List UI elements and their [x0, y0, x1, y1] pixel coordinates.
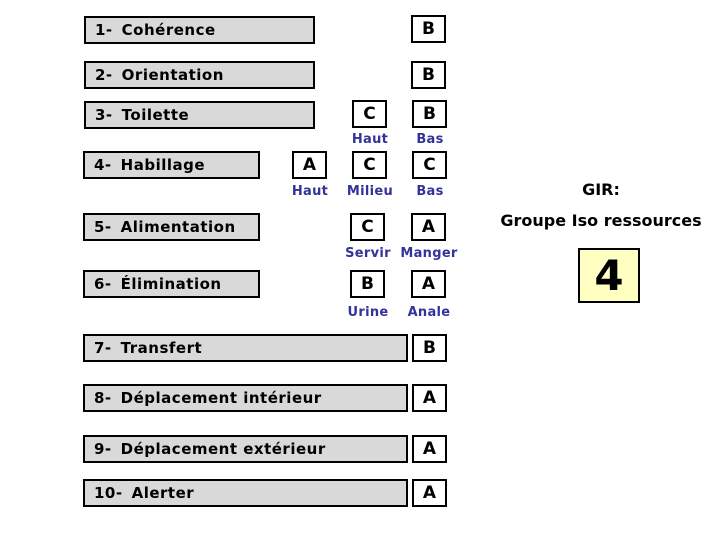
grade-cell-elimination-anale[interactable]: A: [411, 270, 446, 298]
sub-label-toilette-bas: Bas: [416, 132, 444, 147]
grade-cell-deplacement-exterieur[interactable]: A: [412, 435, 447, 463]
row-number: 9-: [94, 440, 112, 458]
row-number: 1-: [95, 21, 113, 39]
grade-cell-habillage-bas[interactable]: C: [412, 151, 447, 179]
sub-label-habillage-bas: Bas: [416, 184, 444, 199]
grade-cell-alerter[interactable]: A: [412, 479, 447, 507]
sub-label-elimination-urine: Urine: [347, 305, 389, 320]
row-label-deplacement-interieur: 8- Déplacement intérieur: [83, 384, 408, 412]
row-number: 2-: [95, 66, 113, 84]
gir-title: GIR:: [582, 180, 620, 199]
row-name: Déplacement intérieur: [120, 389, 322, 407]
row-label-deplacement-exterieur: 9- Déplacement extérieur: [83, 435, 408, 463]
sub-label-habillage-haut: Haut: [291, 184, 329, 199]
row-label-transfert: 7- Transfert: [83, 334, 408, 362]
row-label-habillage: 4- Habillage: [83, 151, 260, 179]
row-name: Orientation: [121, 66, 224, 84]
sub-label-habillage-milieu: Milieu: [346, 184, 394, 199]
row-number: 10-: [94, 484, 123, 502]
gir-caption: Groupe Iso ressources: [500, 211, 702, 230]
row-name: Élimination: [120, 275, 222, 293]
grade-cell-toilette-haut[interactable]: C: [352, 100, 387, 128]
grade-cell-transfert[interactable]: B: [412, 334, 447, 362]
row-number: 8-: [94, 389, 112, 407]
row-number: 3-: [95, 106, 113, 124]
grade-cell-elimination-urine[interactable]: B: [350, 270, 385, 298]
row-name: Alimentation: [120, 218, 236, 236]
grade-cell-alimentation-servir[interactable]: C: [350, 213, 385, 241]
grade-cell-coherence[interactable]: B: [411, 15, 446, 43]
grade-cell-deplacement-interieur[interactable]: A: [412, 384, 447, 412]
grade-cell-habillage-milieu[interactable]: C: [352, 151, 387, 179]
row-label-toilette: 3- Toilette: [84, 101, 315, 129]
row-number: 4-: [94, 156, 112, 174]
grade-cell-habillage-haut[interactable]: A: [292, 151, 327, 179]
row-label-orientation: 2- Orientation: [84, 61, 315, 89]
row-name: Cohérence: [121, 21, 216, 39]
grade-cell-toilette-bas[interactable]: B: [412, 100, 447, 128]
row-label-alimentation: 5- Alimentation: [83, 213, 260, 241]
row-name: Toilette: [121, 106, 190, 124]
row-name: Alerter: [131, 484, 195, 502]
grade-cell-orientation[interactable]: B: [411, 61, 446, 89]
sub-label-alimentation-manger: Manger: [400, 246, 458, 261]
row-number: 5-: [94, 218, 112, 236]
row-number: 7-: [94, 339, 112, 357]
row-label-alerter: 10- Alerter: [83, 479, 408, 507]
row-number: 6-: [94, 275, 112, 293]
row-label-elimination: 6- Élimination: [83, 270, 260, 298]
sub-label-alimentation-servir: Servir: [345, 246, 391, 261]
row-name: Déplacement extérieur: [120, 440, 326, 458]
row-label-coherence: 1- Cohérence: [84, 16, 315, 44]
sub-label-elimination-anale: Anale: [407, 305, 451, 320]
sub-label-toilette-haut: Haut: [351, 132, 389, 147]
grade-cell-alimentation-manger[interactable]: A: [411, 213, 446, 241]
row-name: Transfert: [120, 339, 203, 357]
row-name: Habillage: [120, 156, 206, 174]
gir-result-box: 4: [578, 248, 640, 303]
